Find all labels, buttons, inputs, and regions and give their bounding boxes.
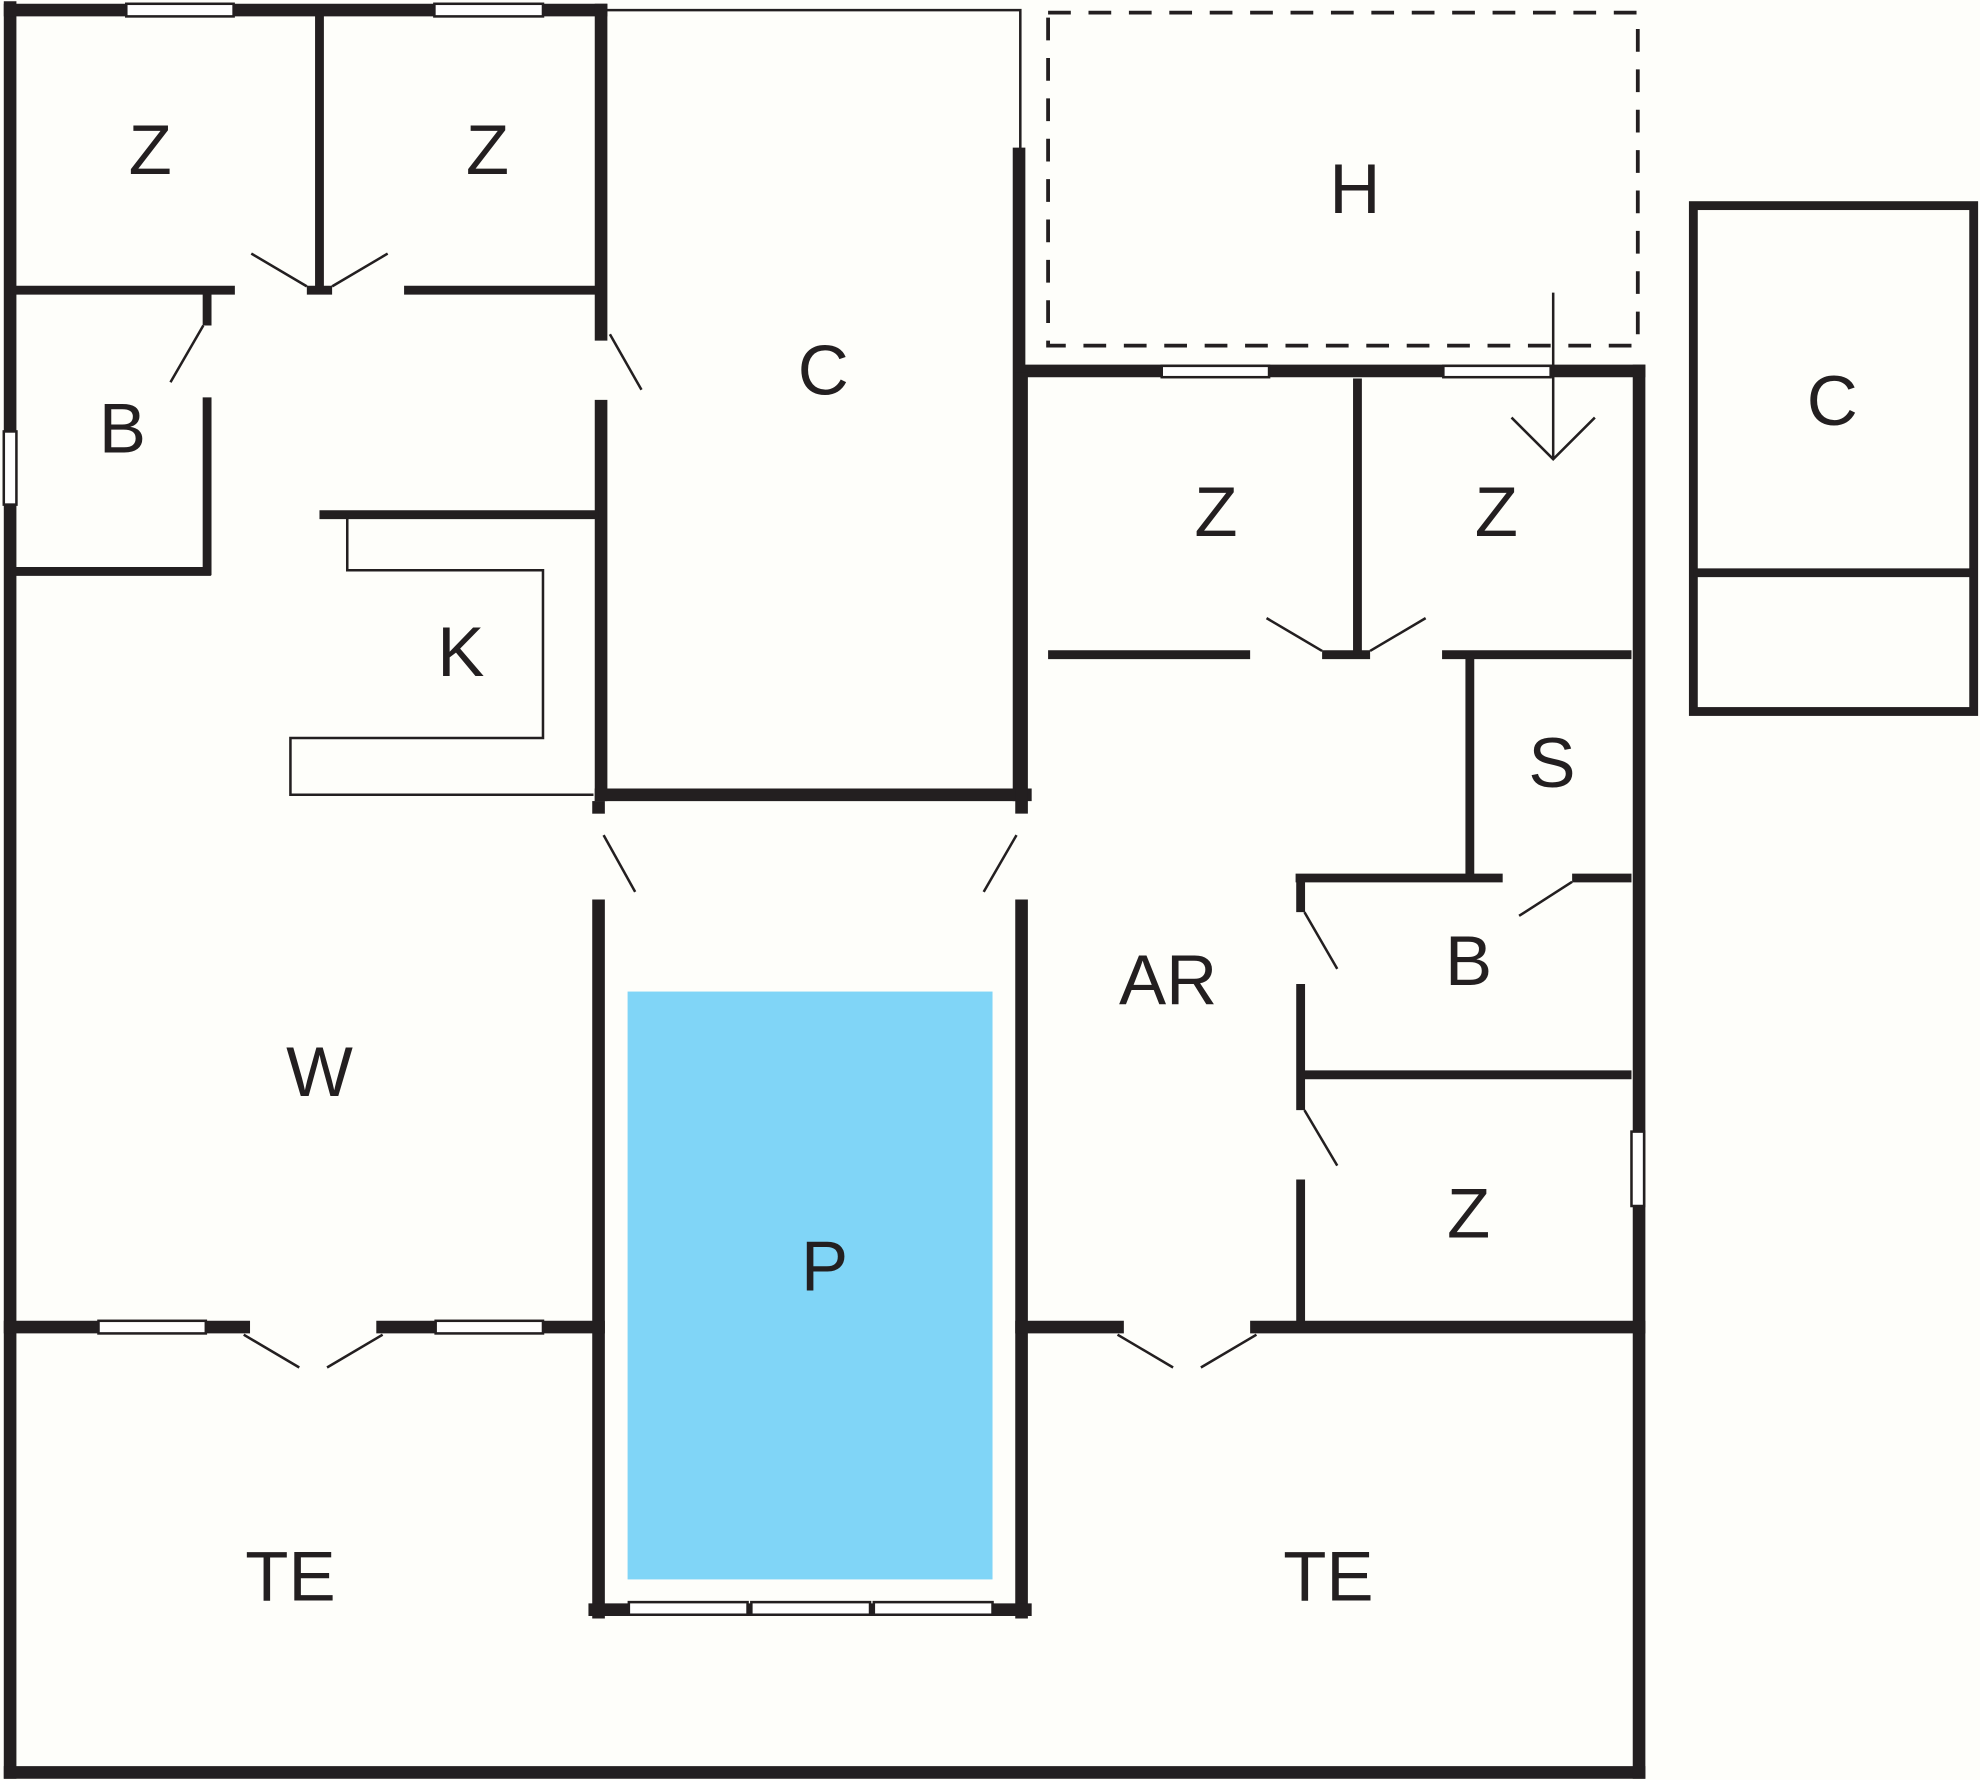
entrance-arrow-icon <box>1510 292 1596 461</box>
room-label-p: P <box>801 1226 848 1305</box>
outer-walls <box>3 1 1646 1779</box>
room-label-te1: TE <box>245 1537 335 1616</box>
doors <box>169 252 1573 1369</box>
room-label-z2: Z <box>466 110 509 189</box>
room-label-s: S <box>1528 723 1575 802</box>
room-label-te2: TE <box>1283 1537 1373 1616</box>
room-label-k: K <box>437 612 484 691</box>
carport-outline <box>1046 10 1640 348</box>
room-label-h: H <box>1329 149 1380 228</box>
thin-wall <box>606 8 1022 154</box>
detached-building <box>1688 201 1979 716</box>
room-label-z1: Z <box>129 110 172 189</box>
room-label-c1: C <box>798 331 849 410</box>
room-label-z3: Z <box>1194 472 1237 551</box>
room-label-ar: AR <box>1119 940 1217 1019</box>
kitchen-counter <box>289 514 594 797</box>
room-label-w: W <box>286 1032 353 1111</box>
room-label-b2: B <box>1445 921 1492 1000</box>
room-label-z5: Z <box>1447 1173 1490 1252</box>
room-label-z4: Z <box>1475 472 1518 551</box>
room-label-c2: C <box>1807 361 1858 440</box>
room-labels: Z Z B C H K Z Z C S AR B W P Z TE TE <box>99 110 1858 1616</box>
pool <box>627 991 993 1580</box>
inner-walls <box>10 10 1632 1323</box>
room-label-b1: B <box>99 389 146 468</box>
windows <box>2 2 1646 1617</box>
